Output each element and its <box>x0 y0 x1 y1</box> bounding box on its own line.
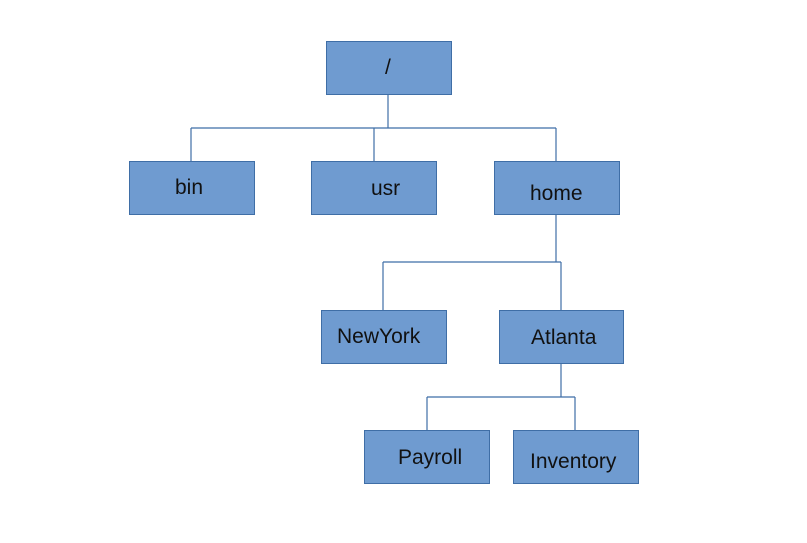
node-inventory-label: Inventory <box>530 450 617 473</box>
node-atlanta: Atlanta <box>499 310 624 364</box>
node-bin-label: bin <box>175 176 204 199</box>
node-atlanta-label: Atlanta <box>531 326 597 349</box>
node-bin: bin <box>129 161 255 215</box>
node-root: / <box>326 41 452 95</box>
node-root-label: / <box>385 56 391 79</box>
node-newyork-label: NewYork <box>337 325 421 348</box>
node-payroll: Payroll <box>364 430 490 484</box>
node-home-label: home <box>530 182 583 205</box>
node-usr-label: usr <box>371 177 401 200</box>
node-usr: usr <box>311 161 437 215</box>
node-payroll-label: Payroll <box>398 446 463 469</box>
node-newyork: NewYork <box>321 310 447 364</box>
node-home: home <box>494 161 620 215</box>
node-inventory: Inventory <box>513 430 639 484</box>
